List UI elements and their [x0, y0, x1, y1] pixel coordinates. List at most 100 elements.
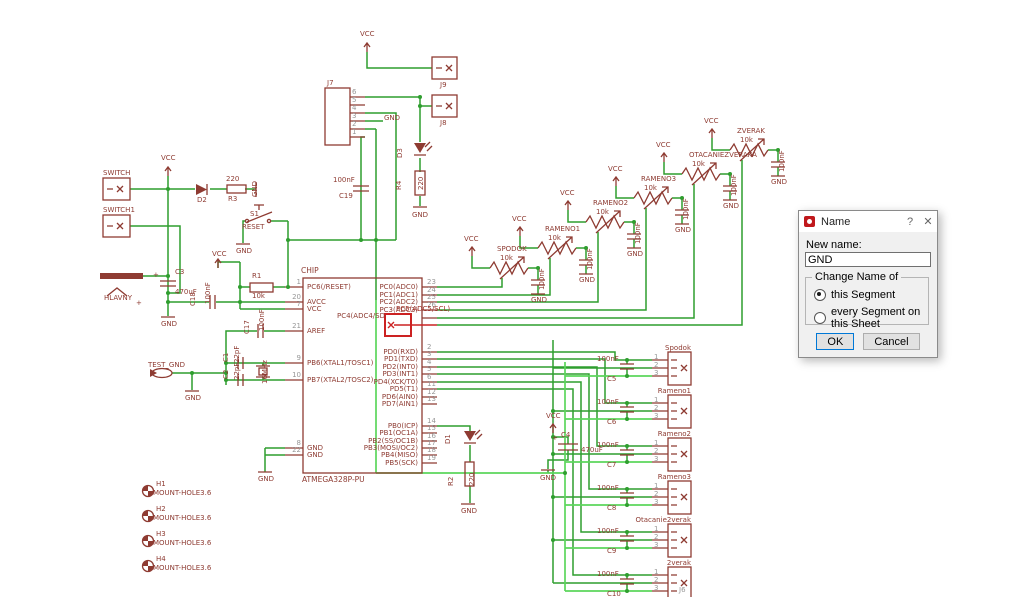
j8-connector — [431, 94, 458, 118]
c1-value: 22pF — [233, 345, 241, 363]
pin-number: 17 — [427, 439, 436, 447]
pin-name: PD3(INT1) — [382, 370, 418, 378]
servo-pin: 2 — [654, 576, 659, 584]
j6-label: J6 — [679, 586, 686, 594]
hlavny-plus: + — [136, 299, 142, 307]
vcc-label: VCC — [512, 215, 527, 223]
j7-connector — [324, 87, 351, 146]
cancel-button[interactable]: Cancel — [863, 333, 920, 350]
pot-symbols — [489, 138, 785, 286]
pin-name: PC3(ADC3) — [379, 306, 418, 314]
s1-switch — [246, 204, 273, 223]
gnd-net-label: GND — [384, 114, 401, 122]
c1-name: C1 — [222, 352, 230, 362]
ok-button[interactable]: OK — [816, 333, 855, 350]
mount-hole-name: H3 — [156, 530, 166, 538]
servo-cap-name: C9 — [607, 547, 617, 555]
c3-plus: + — [153, 271, 159, 279]
pin-number: 2 — [427, 343, 432, 351]
servo-pin: 1 — [654, 482, 659, 490]
c17-name: C17 — [243, 320, 251, 334]
pot-cap-value: 100nF — [682, 198, 690, 220]
d3-name: D3 — [396, 148, 404, 158]
pot-name: RAMENO1 — [545, 225, 581, 233]
c18-capacitor — [209, 295, 216, 309]
radio-selected-icon[interactable] — [814, 289, 826, 301]
pin-name: GND — [307, 444, 324, 452]
pin-number: 13 — [427, 395, 436, 403]
c19-name: C19 — [339, 192, 353, 200]
servo-cap-name: C10 — [607, 590, 621, 597]
chip-value: ATMEGA328P-PU — [302, 475, 365, 484]
pin-number: 1 — [296, 278, 301, 286]
j7-pin-number: 6 — [352, 88, 357, 96]
c17-capacitor — [257, 324, 264, 338]
gnd-label-rotated: GND — [251, 180, 259, 197]
wires-highlighted[interactable] — [375, 300, 652, 592]
selection-highlight[interactable] — [384, 313, 437, 337]
servo-cap-name: C5 — [607, 375, 617, 383]
servo-pin: 3 — [654, 584, 659, 592]
c3-capacitor — [160, 280, 176, 287]
wires[interactable] — [130, 52, 779, 591]
r4-resistor — [414, 170, 426, 196]
pin-name-pc4: PC4(ADC4/SD — [336, 312, 385, 320]
vcc-label: VCC — [560, 189, 575, 197]
pin-number: 24 — [427, 286, 436, 294]
c1-c2-capacitors — [237, 357, 244, 386]
radio-unselected-icon[interactable] — [814, 312, 826, 324]
gnd-label: GND — [627, 250, 644, 258]
servo-header-name: Rameno3 — [657, 473, 691, 481]
gnd-label: GND — [579, 276, 596, 284]
pin-name-pc5-overlay: PC5(ADC5/SCL) — [396, 305, 451, 313]
r1-value: 10k — [252, 292, 265, 300]
pin-number: 11 — [427, 380, 436, 388]
test-gnd-label: TEST_GND — [148, 361, 185, 369]
d1-led — [464, 431, 476, 441]
pin-number: 20 — [292, 293, 301, 301]
pin-name: PB3(MOSI/OC2) — [363, 444, 418, 452]
d2-diode — [196, 184, 207, 195]
pin-number: 16 — [427, 432, 436, 440]
pin-number: 10 — [292, 371, 301, 379]
vcc-label: VCC — [161, 154, 176, 162]
r2-resistor — [464, 461, 475, 487]
new-name-input[interactable] — [805, 252, 931, 267]
crystal-symbol — [256, 365, 270, 378]
gnd-label: GND — [540, 474, 557, 482]
pot-value: 10k — [692, 160, 705, 168]
pin-number: 14 — [427, 417, 436, 425]
pin-number: 7 — [296, 300, 301, 308]
gnd-label: GND — [461, 507, 478, 515]
r3-resistor — [226, 184, 247, 194]
servo-cap-name: C6 — [607, 418, 617, 426]
gnd-label: GND — [675, 226, 692, 234]
pin-number: 6 — [427, 373, 432, 381]
radio-this-segment[interactable]: this Segment — [814, 289, 895, 301]
pot-value: 10k — [548, 234, 561, 242]
j7-pin-number: 2 — [352, 120, 357, 128]
pin-name: PD7(AIN1) — [381, 400, 418, 408]
gnd-label: GND — [258, 475, 275, 483]
mount-hole-value: MOUNT-HOLE3.6 — [153, 489, 212, 497]
help-button[interactable]: ? — [906, 215, 914, 228]
dialog-titlebar[interactable]: Name ? ✕ — [799, 211, 937, 232]
j7-pin-number: 3 — [352, 112, 357, 120]
servo-header-name: Otacanie2verak — [635, 516, 692, 524]
r2-value: 220 — [468, 472, 476, 486]
gnd-label: GND — [185, 394, 202, 402]
pin-name: PB6(XTAL1/TOSC1) — [307, 359, 374, 367]
close-icon[interactable]: ✕ — [923, 215, 933, 228]
servo-pin: 1 — [654, 568, 659, 576]
gnd-label: GND — [161, 320, 178, 328]
pin-name: PD1(TXD) — [384, 355, 418, 363]
pin-name: PD5(T1) — [389, 385, 418, 393]
component-symbols[interactable] — [100, 41, 785, 597]
pin-name: PD4(XCK/T0) — [373, 378, 418, 386]
vcc-symbols — [164, 41, 716, 433]
servo-cap-name: C8 — [607, 504, 617, 512]
pin-name: PD0(RXD) — [383, 348, 418, 356]
radio-every-segment[interactable]: every Segment on this Sheet — [814, 306, 928, 330]
pin-name: AREF — [307, 327, 326, 335]
